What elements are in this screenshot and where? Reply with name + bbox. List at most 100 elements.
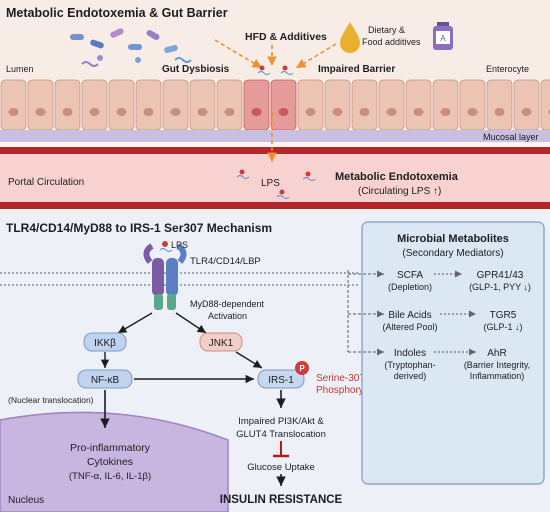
ikkb-label: IKKβ <box>94 338 116 349</box>
metabolite-name-indoles: Indoles <box>394 348 426 359</box>
jnk1-label: JNK1 <box>209 338 234 349</box>
lps-receptor-label: LPS <box>171 240 188 250</box>
metabolite-sub-indoles-2: derived) <box>394 371 427 381</box>
vessel-wall-bottom <box>0 202 550 209</box>
metabolites-panel <box>361 221 545 485</box>
lps-molecules-top <box>257 65 294 76</box>
arrow-to-ikkb <box>117 312 153 334</box>
metabolites-subtitle: (Secondary Mediators) <box>402 248 503 259</box>
mucosal-layer <box>0 130 550 142</box>
enterocyte-cell <box>513 79 540 131</box>
dysbiosis-label: Gut Dysbiosis <box>162 64 230 75</box>
portal-circulation <box>0 154 550 202</box>
cell-nucleus <box>332 108 343 116</box>
metabolite-name-bile: Bile Acids <box>388 310 431 321</box>
lumen-area <box>0 0 550 80</box>
enterocyte-cell <box>216 79 243 131</box>
lumen-label: Lumen <box>6 64 34 74</box>
cell-nucleus <box>62 108 73 116</box>
metabolite-name-scfa: SCFA <box>397 270 423 281</box>
bacteria-icon <box>70 28 192 67</box>
enterocyte-cell <box>162 79 189 131</box>
irs1-node <box>257 369 305 389</box>
cell-nucleus <box>170 108 181 116</box>
cell-nucleus <box>521 108 532 116</box>
cell-nucleus <box>116 108 127 116</box>
additives-arrows <box>214 39 337 69</box>
cell-nucleus <box>251 108 262 116</box>
vessel-wall-top <box>0 147 550 154</box>
damaged-enterocyte <box>243 79 270 131</box>
impaired-line1: Impaired PI3K/Akt & <box>238 416 324 427</box>
effect-tgr5: (GLP-1 ↓) <box>483 322 522 332</box>
enterocyte-cell <box>297 79 324 131</box>
enterocyte-cell <box>54 79 81 131</box>
enterocyte-cell <box>324 79 351 131</box>
cell-membrane <box>0 272 360 286</box>
cell-nucleus <box>197 108 208 116</box>
enterocyte-cell <box>405 79 432 131</box>
mechanism-title: TLR4/CD14/MyD88 to IRS-1 Ser307 Mechanis… <box>6 221 272 235</box>
cell-nucleus <box>440 108 451 116</box>
impaired-barrier-label: Impaired Barrier <box>318 64 395 75</box>
endotoxemia-subtitle: (Circulating LPS ↑) <box>358 186 441 197</box>
cell-nucleus <box>8 108 19 116</box>
glucose-uptake-label: Glucose Uptake <box>247 462 315 473</box>
target-gpr: GPR41/43 <box>477 270 524 281</box>
oil-droplet-icon <box>340 22 360 53</box>
phosphate-label: P <box>299 364 305 373</box>
cell-nucleus <box>224 108 235 116</box>
hfd-label: HFD & Additives <box>245 31 327 43</box>
arrow-to-jnk1 <box>175 312 207 334</box>
insulin-resistance-label: INSULIN RESISTANCE <box>220 494 343 506</box>
dietary-label-line1: Dietary & <box>368 25 405 35</box>
nfkb-label: NF-κB <box>91 375 120 386</box>
enterocyte-cell <box>27 79 54 131</box>
enterocyte-cell <box>108 79 135 131</box>
cytokines-line3: (TNF-α, IL-6, IL-1β) <box>69 471 151 482</box>
top-title: Metabolic Endotoxemia & Gut Barrier <box>6 6 228 20</box>
metabolites-title: Microbial Metabolites <box>397 233 509 245</box>
myd88-label-line2: Activation <box>208 311 247 321</box>
phosphate-badge <box>295 361 309 375</box>
impaired-line2: GLUT4 Translocation <box>236 429 326 440</box>
cytokines-line2: Cytokines <box>87 456 133 468</box>
arrow-jnk1-to-irs1 <box>235 351 263 369</box>
serine-label-line2: Phosphorylation <box>316 385 388 396</box>
metabolite-connectors <box>347 270 384 356</box>
target-ahr: AhR <box>487 348 506 359</box>
enterocyte-cell <box>189 79 216 131</box>
cell-nucleus <box>35 108 46 116</box>
enterocyte-cell <box>486 79 513 131</box>
cell-nucleus <box>467 108 478 116</box>
metabolite-sub-indoles-1: (Tryptophan- <box>384 360 435 370</box>
endotoxemia-title: Metabolic Endotoxemia <box>335 171 459 183</box>
cell-nucleus <box>89 108 100 116</box>
nfkb-node <box>77 369 133 389</box>
nucleus <box>0 411 229 512</box>
enterocyte-cell <box>0 79 27 131</box>
inhibition-bar <box>273 441 289 458</box>
damaged-enterocyte <box>270 79 297 131</box>
enterocyte-cell <box>378 79 405 131</box>
enterocyte-label: Enterocyte <box>486 64 529 74</box>
enterocyte-cell <box>459 79 486 131</box>
myd88-label-line1: MyD88-dependent <box>190 299 265 309</box>
cell-nucleus <box>305 108 316 116</box>
svg-text:A: A <box>440 34 446 43</box>
target-tgr5: TGR5 <box>490 310 517 321</box>
effect-ahr-1: (Barrier Integrity, <box>464 360 530 370</box>
irs1-label: IRS-1 <box>268 375 294 386</box>
cell-nucleus <box>359 108 370 116</box>
nuclear-translocation-label: (Nuclear translocation) <box>8 395 94 405</box>
mucosal-label: Mucosal layer <box>483 132 539 142</box>
serine-label-line1: Serine-307 <box>316 373 365 384</box>
epithelium <box>0 79 550 131</box>
lps-molecules-blood <box>236 169 316 200</box>
effect-ahr-2: Inflammation) <box>470 371 525 381</box>
additive-bottle-icon: A <box>433 22 453 50</box>
nucleus-label: Nucleus <box>8 495 44 506</box>
metabolite-sub-scfa: (Depletion) <box>388 282 432 292</box>
receptor-label: TLR4/CD14/LBP <box>190 256 261 267</box>
